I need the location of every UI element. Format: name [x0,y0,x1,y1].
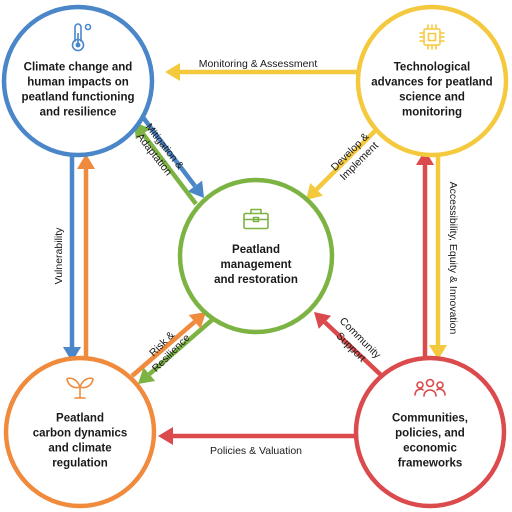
arrow-risk-orange [130,312,206,378]
arrow-accessibility-red [416,150,434,366]
arrow-risk-green [138,318,214,384]
arrow-community-shaft [323,320,384,378]
edge-label-vulnerability-line: Vulnerability [53,227,65,285]
arrow-mitigation-blue-shaft [140,114,197,188]
node-center-label-line: and restoration [214,274,298,286]
arrow-develop-head [306,183,323,200]
node-tech-label-line: advances for peatland [371,77,492,89]
node-communities-circle [353,355,507,509]
node-carbon-circle [3,355,157,509]
microchip-icon [419,24,445,50]
node-carbon-label-line: Peatland [56,413,104,425]
edge-label-vulnerability: Vulnerability [53,227,65,285]
arrow-accessibility-red-head [416,150,434,165]
node-climate-label-line: peatland functioning [21,92,134,104]
arrow-vulnerability-orange [77,154,95,368]
arrow-risk-orange-shaft [130,320,197,378]
node-climate-circle [1,4,155,158]
people-icon [414,378,446,397]
nodes-layer: Climate change and human impacts on peatla… [1,4,509,509]
node-communities-label-line: economic [403,443,457,455]
edge-label-monitoring: Monitoring & Assessment [199,58,318,70]
node-center-circle [177,177,335,335]
node-tech-circle [355,4,509,158]
arrow-develop-shaft [315,128,378,191]
node-carbon-label-line: regulation [52,458,108,470]
arrow-risk-green-shaft [147,318,214,376]
arrow-mitigation-blue [140,114,204,198]
arrow-vulnerability-blue-head [63,347,81,362]
edge-label-accessibility: Accessibility, Equity & Innovation [447,182,459,335]
node-tech-label-line: monitoring [402,107,462,119]
arrow-mitigation-blue-head [187,180,204,198]
arrow-monitoring [165,63,362,81]
edge-label-develop: Develop &Implement [329,131,381,183]
node-tech-label-line: science and [399,92,465,104]
node-communities-label-line: policies, and [395,428,465,440]
sprout-icon [66,377,94,399]
node-communities: Communities, policies, and economic framewo… [353,355,507,509]
arrow-community [314,312,384,378]
node-center-label-line: management [221,259,292,271]
node-communities-label-line: frameworks [398,458,463,470]
node-carbon: Peatland carbon dynamics and climate regula… [3,355,157,509]
node-carbon-label-line: and climate [48,443,111,455]
node-center: Peatland management and restoration [177,177,335,335]
node-tech-label-line: Technological [394,62,470,74]
arrow-monitoring-head [165,63,180,81]
arrow-community-head [314,312,332,329]
edges-layer [63,63,447,445]
arrow-policies [158,427,358,445]
node-climate-label-line: and resilience [40,107,117,119]
node-center-label-line: Peatland [232,244,280,256]
arrow-vulnerability-orange-head [77,154,95,169]
edge-label-monitoring-line: Monitoring & Assessment [199,58,318,70]
node-climate: Climate change and human impacts on peatla… [1,4,155,158]
node-climate-label-line: human impacts on [27,77,129,89]
node-climate-label-line: Climate change and [24,62,133,74]
thermometer-icon [71,23,92,52]
edge-label-policies: Policies & Valuation [210,445,302,457]
toolbox-icon [243,208,269,230]
arrow-risk-green-head [138,367,156,384]
arrow-accessibility-orange [429,156,447,360]
arrow-risk-orange-head [188,312,206,329]
edge-label-accessibility-line: Accessibility, Equity & Innovation [447,182,459,335]
edge-label-policies-line: Policies & Valuation [210,445,302,457]
arrow-policies-head [158,427,173,445]
node-tech: Technological advances for peatland scienc… [355,4,509,158]
arrow-vulnerability-blue [63,150,81,362]
arrow-mitigation-green-shaft [141,132,198,206]
node-carbon-label-line: carbon dynamics [33,428,128,440]
node-communities-label-line: Communities, [392,413,468,425]
arrow-accessibility-orange-head [429,345,447,360]
arrow-develop [306,128,378,200]
